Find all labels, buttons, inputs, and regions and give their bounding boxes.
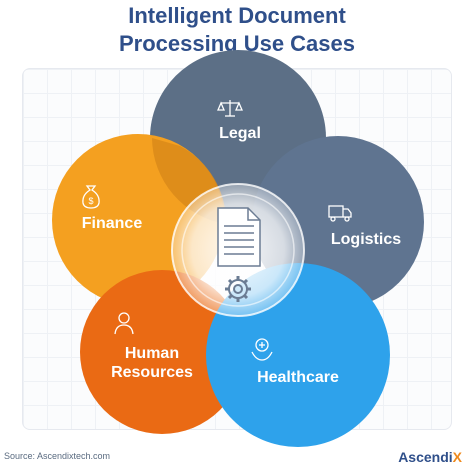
page-title: Intelligent Document Processing Use Case… [0,2,474,58]
brand-logo: AscendiX [398,449,462,465]
truck-icon [328,205,352,222]
brand-main: Ascendi [398,449,453,465]
label-finance: Finance [81,215,143,232]
brand-accent: X [452,449,462,465]
label-human-resources: Human Resources [104,344,200,382]
money-bag-icon: $ [82,185,100,209]
title-line-1: Intelligent Document [128,3,346,28]
medical-hands-icon [251,338,273,361]
label-hr-line-2: Resources [111,364,193,381]
label-legal: Legal [219,125,261,142]
source-text: Source: Ascendixtech.com [4,451,111,461]
label-healthcare: Healthcare [257,369,339,386]
center-ring [181,193,295,307]
svg-text:$: $ [88,196,93,206]
label-hr-line-1: Human [124,345,180,362]
petal-human-resources [80,270,244,434]
gear-icon [225,276,251,302]
person-icon [114,312,134,335]
scales-icon [217,100,243,117]
document-icon [217,207,261,267]
label-logistics: Logistics [330,231,402,248]
